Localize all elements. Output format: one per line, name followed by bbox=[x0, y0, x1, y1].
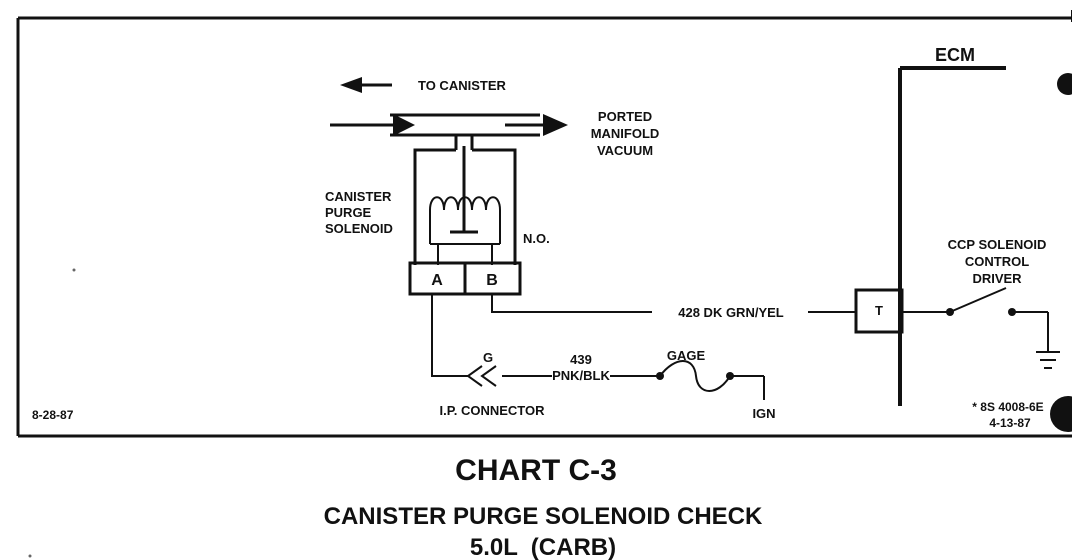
ip-connector-label: I.P. CONNECTOR bbox=[440, 403, 546, 418]
scan-hole-top bbox=[1057, 73, 1072, 95]
pin-g-label: G bbox=[483, 350, 493, 365]
solenoid-connector bbox=[408, 261, 522, 296]
solenoid-label-2: PURGE bbox=[325, 205, 372, 220]
ported-label-1: PORTED bbox=[598, 109, 652, 124]
reference-code: * 8S 4008-6E bbox=[972, 400, 1043, 414]
date-left: 8-28-87 bbox=[32, 408, 74, 422]
ground-icon bbox=[1036, 351, 1060, 369]
wire-428-label: 428 DK GRN/YEL bbox=[678, 305, 784, 320]
date-right: 4-13-87 bbox=[989, 416, 1031, 430]
ccp-driver-switch bbox=[902, 287, 1049, 352]
normally-open-label: N.O. bbox=[523, 231, 550, 246]
ccp-label-3: DRIVER bbox=[972, 271, 1022, 286]
solenoid-label-3: SOLENOID bbox=[325, 221, 393, 236]
wire-439-number: 439 bbox=[570, 352, 592, 367]
ported-label-2: MANIFOLD bbox=[591, 126, 660, 141]
chart-title: CHART C-3 bbox=[455, 454, 617, 487]
engine-subtitle: 5.0L (CARB) bbox=[470, 534, 616, 560]
wire-428 bbox=[491, 294, 856, 313]
to-canister-arrow-icon bbox=[340, 77, 392, 93]
ccp-label-2: CONTROL bbox=[965, 254, 1029, 269]
ported-label-3: VACUUM bbox=[597, 143, 653, 158]
vacuum-tube bbox=[330, 113, 568, 150]
solenoid-label-1: CANISTER bbox=[325, 189, 392, 204]
speck bbox=[72, 268, 76, 272]
pin-b-label: B bbox=[486, 272, 498, 289]
canister-purge-solenoid bbox=[413, 146, 517, 265]
wire-439 bbox=[431, 294, 765, 400]
gage-label: GAGE bbox=[667, 348, 706, 363]
ign-label: IGN bbox=[752, 406, 775, 421]
ecm-label: ECM bbox=[935, 45, 975, 65]
scan-hole-bottom bbox=[1050, 396, 1072, 432]
ecm-boundary bbox=[898, 10, 1072, 406]
inlet-arrow-icon bbox=[393, 114, 415, 136]
pin-a-label: A bbox=[431, 272, 443, 289]
terminal-t-label: T bbox=[875, 303, 883, 318]
diagram-frame bbox=[16, 16, 1072, 438]
ccp-label-1: CCP SOLENOID bbox=[948, 237, 1047, 252]
speck bbox=[28, 554, 32, 558]
ip-connector-icon bbox=[466, 365, 497, 387]
to-canister-label: TO CANISTER bbox=[418, 78, 506, 93]
wire-439-color: PNK/BLK bbox=[552, 368, 610, 383]
gage-fuse-icon bbox=[656, 360, 734, 392]
check-title: CANISTER PURGE SOLENOID CHECK bbox=[324, 503, 763, 530]
outlet-arrow-icon bbox=[543, 114, 568, 136]
